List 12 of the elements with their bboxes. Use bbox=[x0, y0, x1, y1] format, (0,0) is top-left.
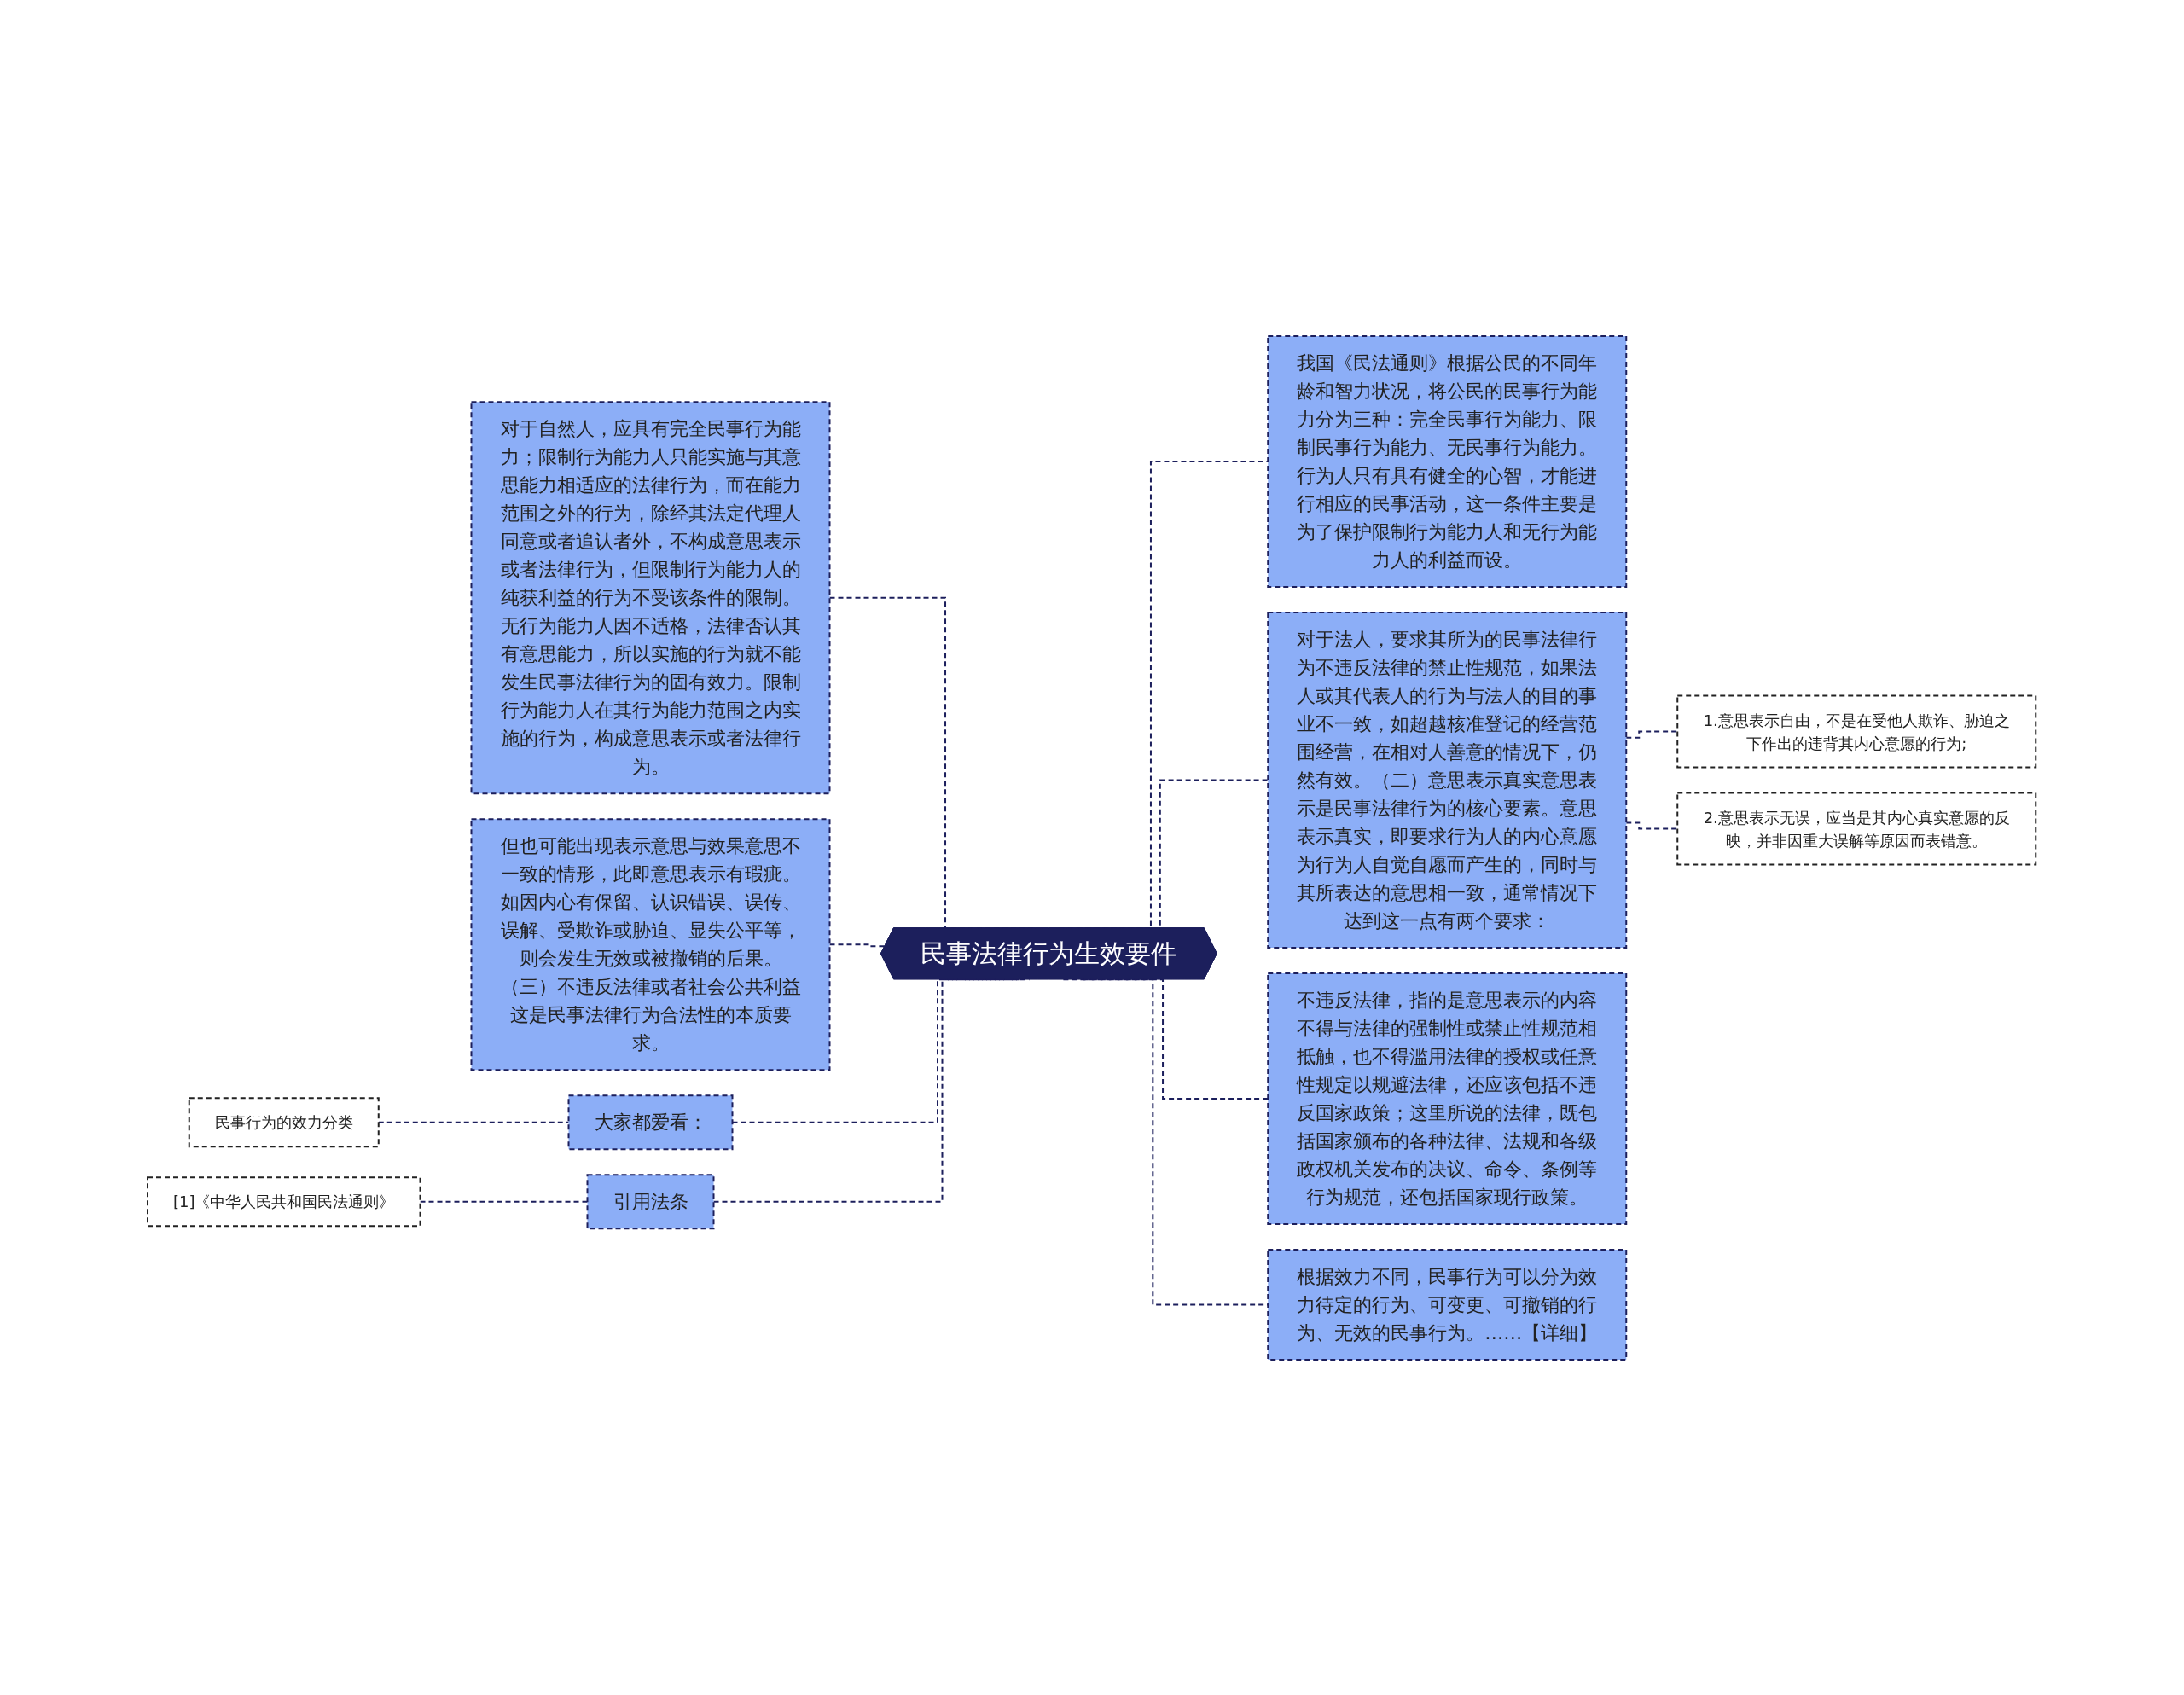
node-box: 2.意思表示无误，应当是其内心真实意愿的反映，并非因重大误解等原因而表错意。 bbox=[1676, 792, 2037, 865]
node-box: 对于自然人，应具有完全民事行为能力；限制行为能力人只能实施与其意思能力相适应的法律行为，而在能力范围之外的行为，除经其法定代理人同意或者追认者外，不构成意思表示或者法律行为，但限制行为能力人的纯获利益的行为不受该条件的限制。无行为能力人因不适格，法律否认其有意思能力，所以实施的行为就不能发生民事法律行为的固有效力。限制行为能力人在其行为能力范围之内实施的行为，构成意思表示或者法律行为。 bbox=[470, 400, 831, 794]
node-box: [1]《中华人民共和国民法通则》 bbox=[147, 1175, 421, 1227]
node-box: 民事行为的效力分类 bbox=[189, 1096, 380, 1147]
node-box: 但也可能出现表示意思与效果意思不一致的情形，此即意思表示有瑕疵。如因内心有保留、认识错误、误传、误解、受欺诈或胁迫、显失公平等，则会发生无效或被撤销的后果。（三）不违反法律或者社会公共利益这是民事法律行为合法性的本质要求。 bbox=[470, 817, 831, 1071]
node-box: 对于法人，要求其所为的民事法律行为不违反法律的禁止性规范，如果法人或其代表人的行为与法人的目的事业不一致，如超越核准登记的经营范围经营，在相对人善意的情况下，仍然有效。（二）意思表示真实意思表示是民事法律行为的核心要素。意思表示真实，即要求行为人的内心意愿为行为人自觉自愿而产生的，同时与其所表达的意思相一致，通常情况下达到这一点有两个要求： bbox=[1267, 611, 1628, 949]
node-box: 大家都爱看： bbox=[567, 1094, 734, 1150]
node-box: 1.意思表示自由，不是在受他人欺诈、胁迫之下作出的违背其内心意愿的行为; bbox=[1676, 694, 2037, 768]
node-box: 引用法条 bbox=[586, 1173, 715, 1229]
node-box: 不违反法律，指的是意思表示的内容不得与法律的强制性或禁止性规范相抵触，也不得滥用法律的授权或任意性规定以规避法律，还应该包括不违反国家政策；这里所说的法律，既包括国家颁布的各种法律、法规和各级政权机关发布的决议、命令、条例等行为规范，还包括国家现行政策。 bbox=[1267, 972, 1628, 1225]
node-box: 我国《民法通则》根据公民的不同年龄和智力状况，将公民的民事行为能力分为三种：完全民事行为能力、限制民事行为能力、无民事行为能力。行为人只有具有健全的心智，才能进行相应的民事活动，这一条件主要是为了保护限制行为能力人和无行为能力人的利益而设。 bbox=[1267, 334, 1628, 588]
node-box: 根据效力不同，民事行为可以分为效力待定的行为、可变更、可撤销的行为、无效的民事行为。……【详细】 bbox=[1267, 1248, 1628, 1361]
